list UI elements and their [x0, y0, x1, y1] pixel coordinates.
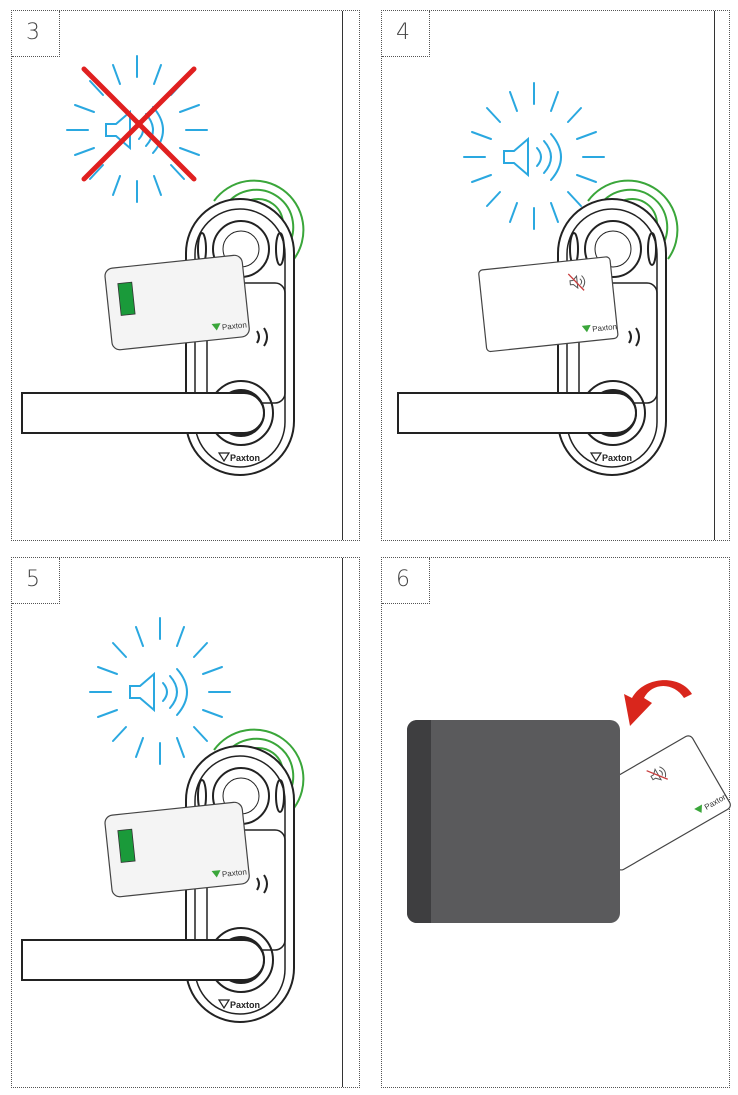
door-edge	[342, 558, 343, 1087]
lock-brand: Paxton	[230, 1000, 260, 1010]
lock-brand: Paxton	[230, 453, 260, 463]
step-panel-5: 5 Pax	[11, 557, 360, 1088]
access-card: Paxton	[104, 254, 250, 351]
card-brand: Paxton	[222, 320, 248, 332]
card-brand: Paxton	[592, 322, 618, 334]
muted-speaker-icon	[567, 273, 586, 291]
step-3-illustration: Paxton Paxton	[21, 55, 305, 476]
step-number: 5	[26, 567, 40, 592]
speaker-icon	[89, 617, 231, 765]
paxton-logo-icon	[694, 804, 702, 813]
step-number: 4	[396, 20, 410, 45]
step-number-box: 6	[382, 558, 430, 604]
access-card: Paxton	[104, 801, 250, 898]
curved-arrow-icon	[624, 680, 692, 726]
paxton-logo-icon	[211, 323, 221, 331]
step-panel-3: 3	[11, 10, 360, 541]
step-6-illustration: Paxton	[407, 680, 731, 923]
step-panel-6: 6 Paxton	[381, 557, 731, 1088]
lock-logo-triangle	[217, 999, 231, 1010]
speaker-icon	[463, 82, 605, 230]
card-indicator	[117, 828, 136, 863]
step-4-illustration: Paxton Paxton	[397, 82, 679, 476]
lock-logo-triangle	[589, 452, 603, 463]
door-edge	[714, 11, 715, 540]
step-number-box: 3	[12, 11, 60, 57]
step-5-illustration: Paxton Paxton	[21, 617, 305, 1023]
step-number: 6	[396, 567, 410, 592]
lock-logo-triangle	[217, 452, 231, 463]
step-panel-4: 4 Pax	[381, 10, 730, 541]
card-brand: Paxton	[222, 867, 248, 879]
access-card: Paxton	[478, 256, 619, 353]
step-number-box: 4	[382, 11, 430, 57]
card-indicator	[117, 281, 136, 316]
cross-icon	[81, 66, 197, 182]
paxton-logo-icon	[581, 324, 591, 333]
step-number: 3	[26, 20, 40, 45]
lock-brand: Paxton	[602, 453, 632, 463]
muted-speaker-icon	[646, 766, 668, 781]
door-panel	[407, 720, 620, 923]
step-number-box: 5	[12, 558, 60, 604]
door-edge	[342, 11, 343, 540]
paxton-logo-icon	[211, 870, 221, 878]
